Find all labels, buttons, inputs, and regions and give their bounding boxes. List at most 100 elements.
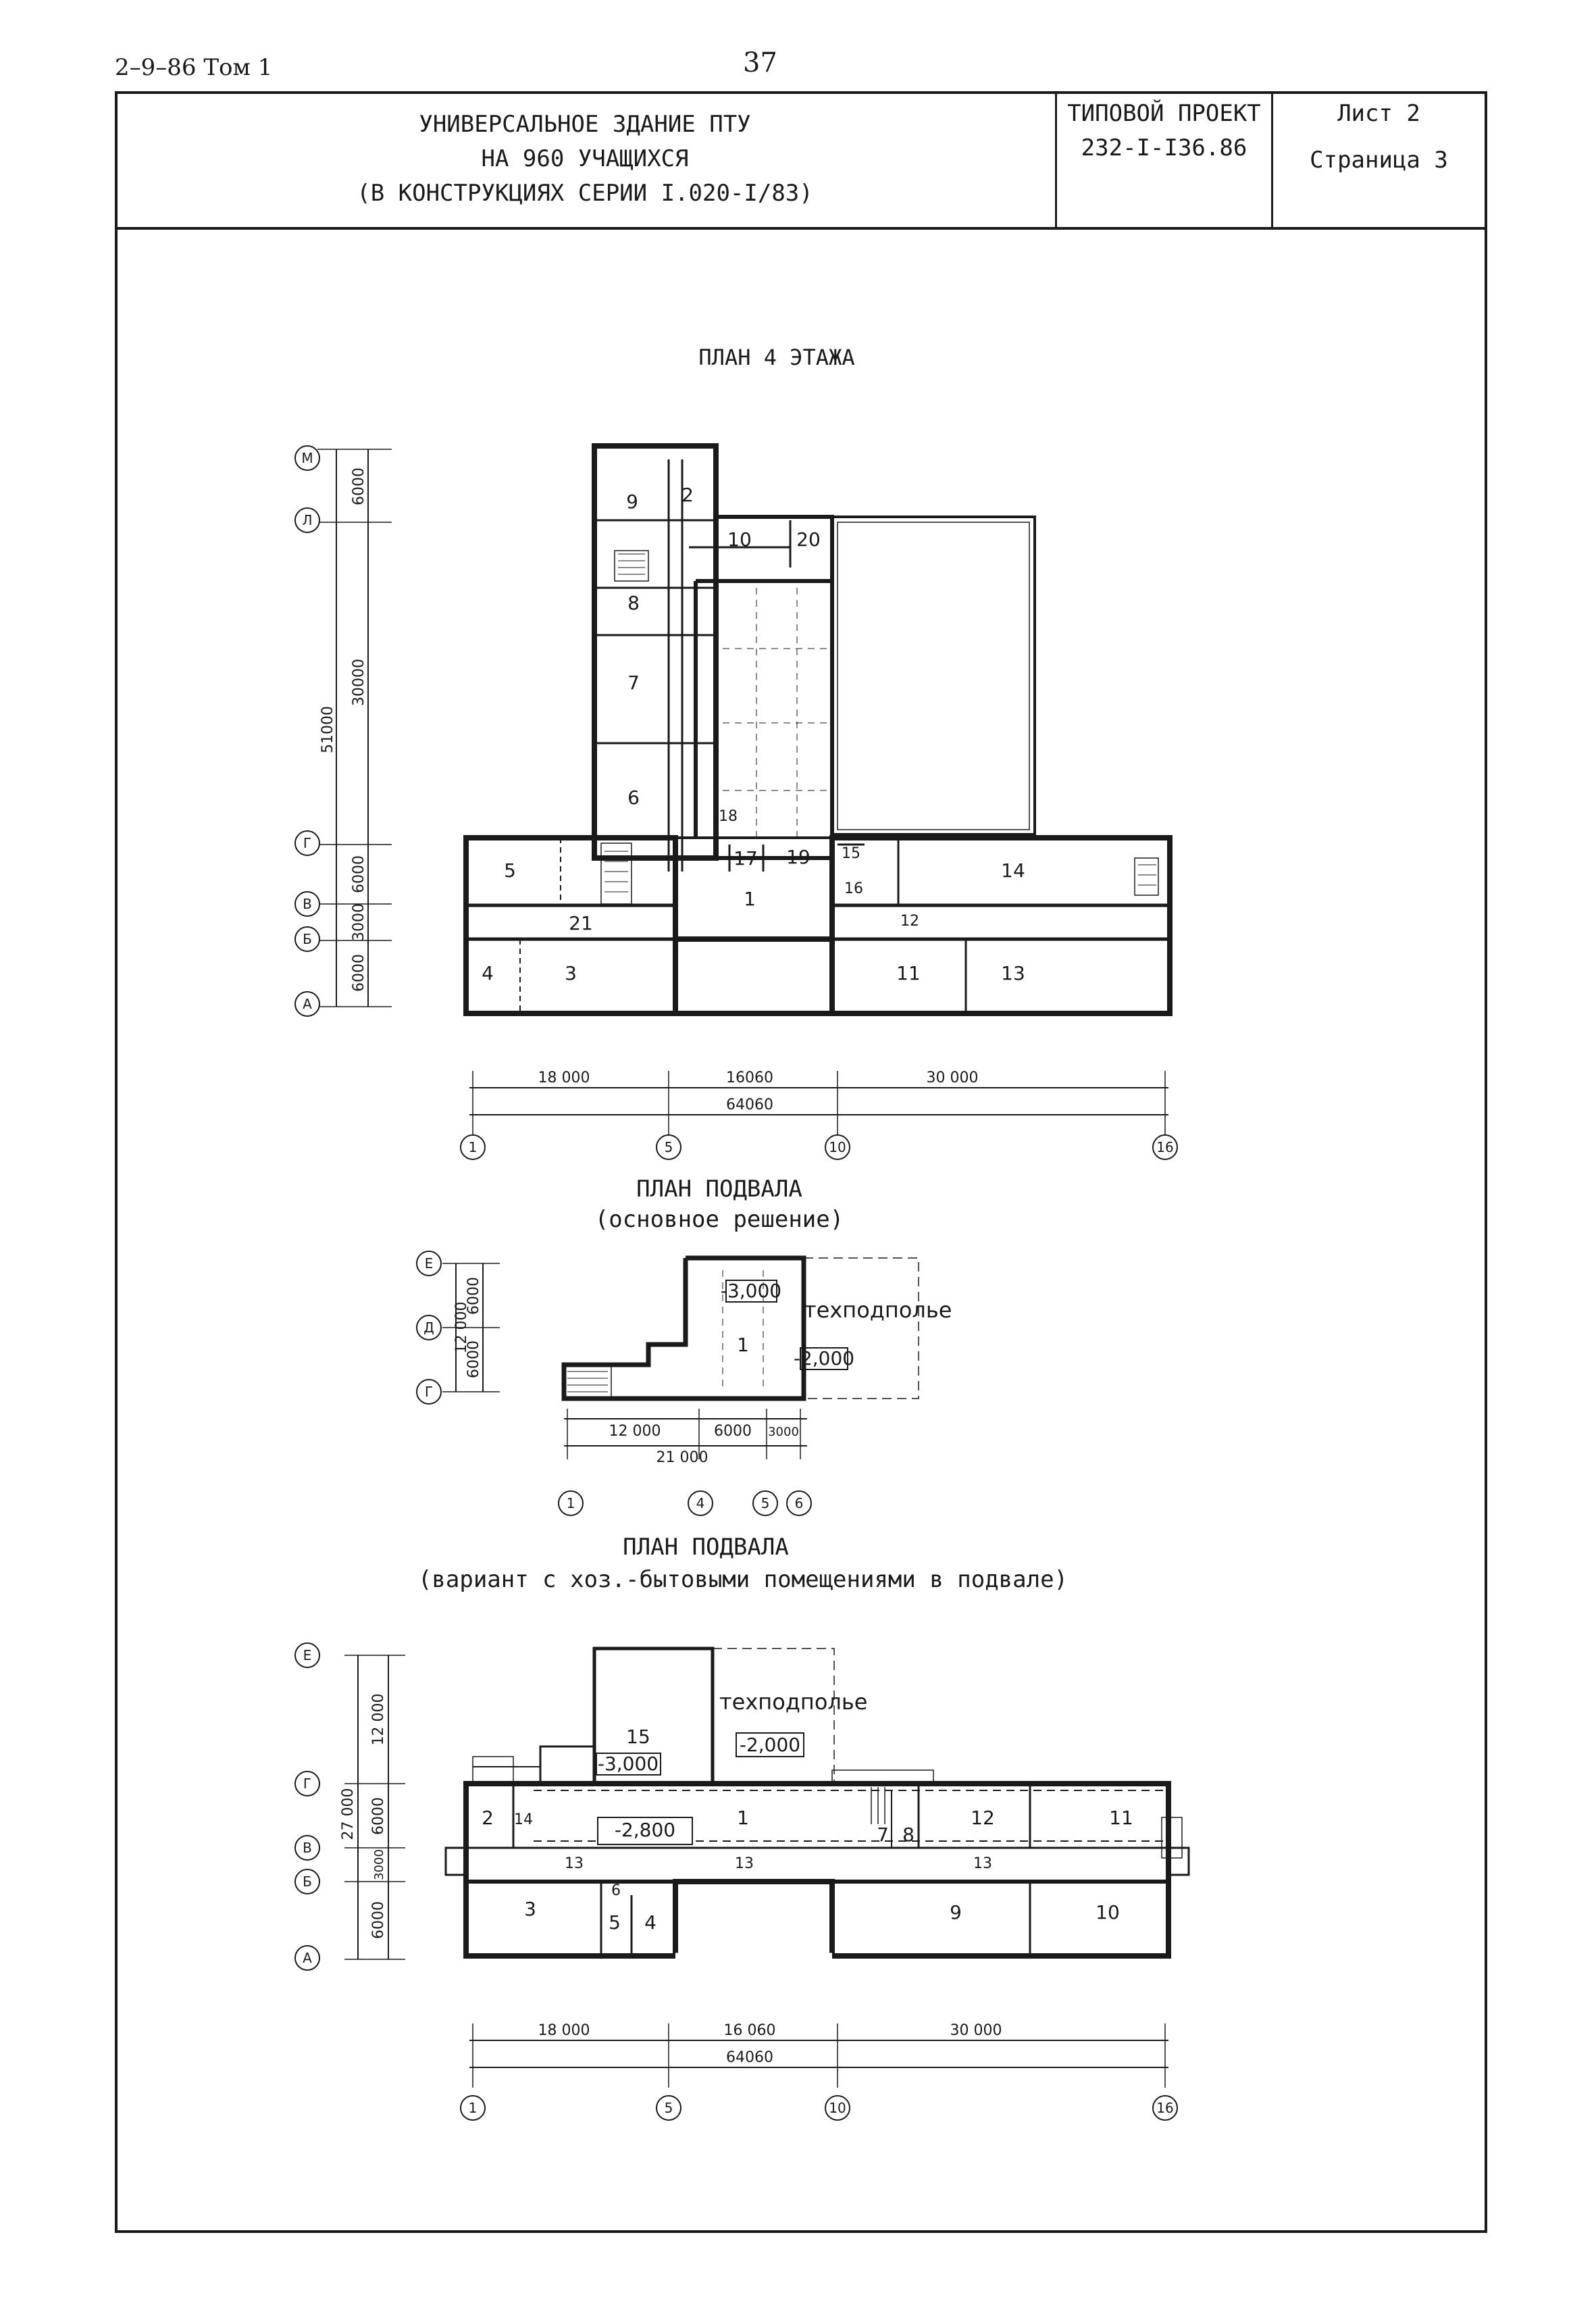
ba-axis-16: 16 <box>1156 2100 1173 2116</box>
plan4-room-13: 13 <box>1001 962 1025 984</box>
bm-level-2: -2,000 <box>794 1347 854 1369</box>
basement-alt-subtitle: (вариант с хоз.-бытовыми помещениями в п… <box>417 1566 1069 1593</box>
ba-level-2: -3,000 <box>598 1753 659 1775</box>
ba-room-1: 1 <box>737 1807 749 1829</box>
bm-dim-v-total: 12 000 <box>453 1302 470 1354</box>
ba-dim-h-total: 64060 <box>726 2049 773 2066</box>
plan4-dim-h-1: 18 000 <box>538 1070 590 1086</box>
plan4-room-2: 2 <box>681 484 694 506</box>
basement-main-title: ПЛАН ПОДВАЛА <box>636 1176 802 1203</box>
ba-room-14: 14 <box>514 1811 533 1828</box>
plan4-room-7: 7 <box>627 672 640 694</box>
ba-level-3: -2,800 <box>615 1819 675 1841</box>
bm-axis-g: Г <box>425 1384 433 1400</box>
document-code: 2–9–86 Том 1 <box>115 54 273 81</box>
plan4-dim-v-1: 6000 <box>351 468 367 505</box>
ba-axis-b: Б <box>303 1873 312 1890</box>
ba-dim-h-3: 30 000 <box>950 2022 1002 2039</box>
basement-main-drawing <box>442 1255 919 1459</box>
ba-room-2: 2 <box>482 1807 494 1829</box>
bm-axis-e: Е <box>425 1255 434 1272</box>
ba-room-11: 11 <box>1109 1807 1133 1829</box>
ba-corridor-13-a: 13 <box>565 1855 584 1872</box>
plan4-room-10: 10 <box>727 528 752 551</box>
ba-axis-g: Г <box>303 1776 311 1792</box>
title-line-1: УНИВЕРСАЛЬНОЕ ЗДАНИЕ ПТУ <box>419 111 751 138</box>
basement-alt-axes-v <box>294 1642 320 1971</box>
ba-room-6: 6 <box>611 1882 621 1899</box>
bm-axis-d: Д <box>423 1319 434 1336</box>
ba-dim-v-1: 12 000 <box>370 1694 387 1746</box>
drawing-frame <box>115 91 1487 2233</box>
plan4-room-3: 3 <box>565 962 577 984</box>
ba-room-8: 8 <box>902 1823 915 1846</box>
plan4-axis-10: 10 <box>829 1139 846 1155</box>
bm-room-1: 1 <box>737 1334 749 1356</box>
plan4-room-17: 17 <box>733 847 758 870</box>
page-label: Страница 3 <box>1310 147 1448 174</box>
basement-main-axes-v <box>416 1251 442 1405</box>
plan4-room-20: 20 <box>796 528 821 551</box>
project-cell: ТИПОВОЙ ПРОЕКТ 232-I-I36.86 <box>1057 91 1273 227</box>
bm-axis-5: 5 <box>761 1495 770 1511</box>
ba-dim-h-1: 18 000 <box>538 2022 590 2039</box>
title-block: УНИВЕРСАЛЬНОЕ ЗДАНИЕ ПТУ НА 960 УЧАЩИХСЯ… <box>115 91 1487 230</box>
plan4-room-9: 9 <box>626 491 638 513</box>
plan4-room-1: 1 <box>744 888 756 910</box>
bm-axis-4: 4 <box>696 1495 705 1511</box>
ba-room-4: 4 <box>644 1911 657 1934</box>
ba-dim-v-4: 6000 <box>370 1901 387 1939</box>
basement-main-subtitle: (основное решение) <box>594 1206 844 1233</box>
plan4-dim-v-2: 30000 <box>351 659 367 706</box>
ba-room-7: 7 <box>877 1823 889 1846</box>
basement-main-axes-h <box>558 1490 812 1516</box>
ba-axis-a: А <box>303 1950 312 1966</box>
plan4-axis-1: 1 <box>469 1139 478 1155</box>
plan4-room-21: 21 <box>569 912 593 934</box>
ba-axis-v: В <box>303 1840 312 1856</box>
plan4-dim-v-total: 51000 <box>319 706 336 753</box>
plan4-room-11: 11 <box>896 962 921 984</box>
ba-axis-1: 1 <box>469 2100 478 2116</box>
plan4-room-18: 18 <box>719 808 738 825</box>
plan4-room-5: 5 <box>504 859 516 882</box>
bm-axis-1: 1 <box>567 1495 575 1511</box>
project-number: 232-I-I36.86 <box>1081 134 1247 161</box>
ba-room-15: 15 <box>626 1726 650 1748</box>
plan4-room-8: 8 <box>627 592 640 614</box>
plan4-room-19: 19 <box>786 846 810 868</box>
bm-dim-v-2: 6000 <box>465 1340 482 1378</box>
bm-dim-h-total: 21 000 <box>657 1449 709 1466</box>
ba-corridor-13-b: 13 <box>735 1855 754 1872</box>
ba-axis-5: 5 <box>665 2100 673 2116</box>
page-number: 37 <box>743 47 777 78</box>
title-cell: УНИВЕРСАЛЬНОЕ ЗДАНИЕ ПТУ НА 960 УЧАЩИХСЯ… <box>115 91 1057 227</box>
plan4-axis-g: Г <box>303 835 311 851</box>
ba-dim-v-total: 27 000 <box>340 1788 357 1840</box>
plan4-room-15: 15 <box>842 845 860 862</box>
bm-dim-h-1: 12 000 <box>609 1423 661 1440</box>
plan4-axis-5: 5 <box>665 1139 673 1155</box>
ba-dim-v-2: 6000 <box>370 1797 387 1835</box>
plan4-dim-v-4: 3000 <box>351 903 367 941</box>
plan4-dim-v-3: 6000 <box>351 855 367 893</box>
ba-room-10: 10 <box>1096 1901 1120 1923</box>
basement-alt-drawing <box>344 1646 1190 2088</box>
plan4-axis-16: 16 <box>1156 1139 1173 1155</box>
bm-level-1: -3,000 <box>721 1280 781 1302</box>
bm-dim-h-2: 6000 <box>714 1423 752 1440</box>
ba-level-1: -2,000 <box>740 1734 800 1756</box>
ba-dim-v-3: 3000 <box>372 1849 386 1880</box>
plan4-room-6: 6 <box>627 786 640 809</box>
ba-axis-e: Е <box>303 1647 312 1663</box>
plan4-axis-l: Л <box>302 512 312 528</box>
bm-dim-v-1: 6000 <box>465 1277 482 1315</box>
bm-tech-label: техподполье <box>804 1297 952 1323</box>
ba-corridor-13-c: 13 <box>973 1855 992 1872</box>
project-label: ТИПОВОЙ ПРОЕКТ <box>1067 100 1261 127</box>
basement-alt-axes-h <box>460 2095 1178 2121</box>
ba-axis-10: 10 <box>829 2100 846 2116</box>
title-line-3: (В КОНСТРУКЦИЯХ СЕРИИ I.020-I/83) <box>357 180 813 207</box>
plan4-axes-h <box>460 1134 1178 1160</box>
